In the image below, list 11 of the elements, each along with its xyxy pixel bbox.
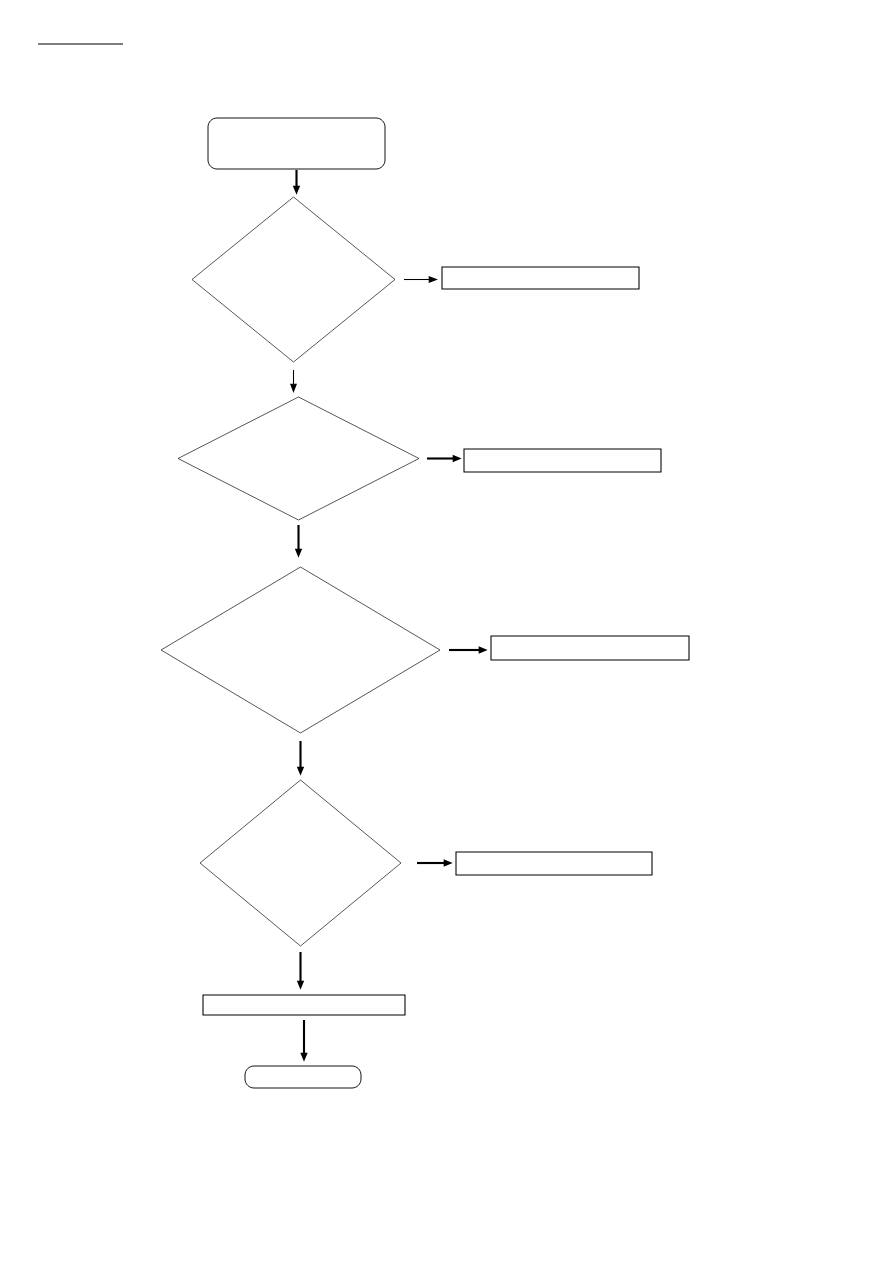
decision-diamond xyxy=(191,196,396,363)
terminator-box xyxy=(244,1065,362,1089)
process-box xyxy=(202,994,406,1016)
decision-diamond xyxy=(177,396,420,521)
process-box xyxy=(490,635,690,661)
process-box xyxy=(455,851,653,876)
decision-diamond xyxy=(199,779,402,947)
process-box xyxy=(441,266,640,290)
process-box xyxy=(463,448,662,473)
terminator-box xyxy=(207,117,386,170)
decision-diamond xyxy=(160,566,441,734)
